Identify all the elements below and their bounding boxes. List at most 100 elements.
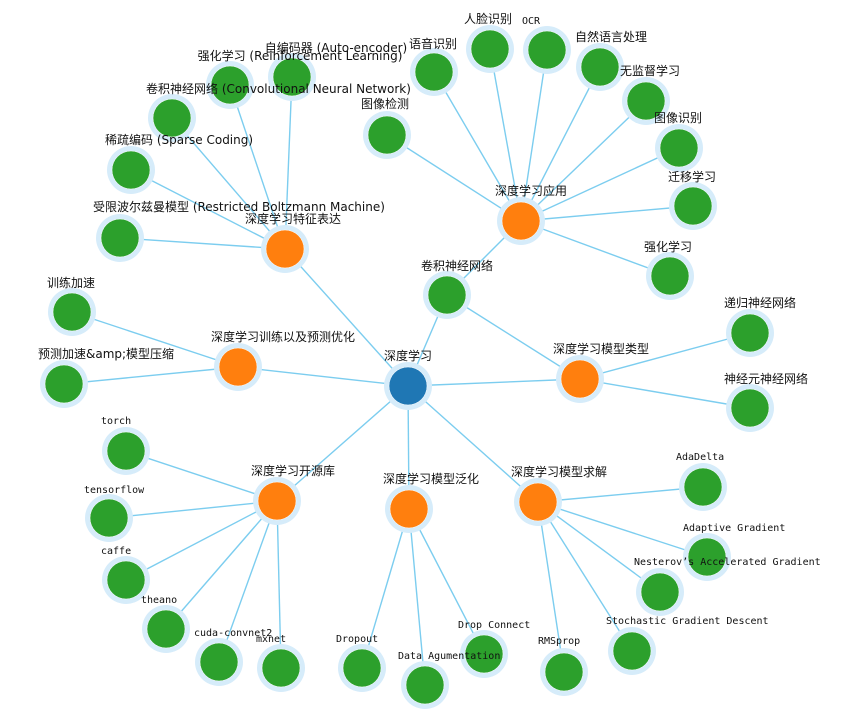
- leaf-node-circle[interactable]: [100, 218, 140, 258]
- leaf-node-circle[interactable]: [106, 431, 146, 471]
- edge-root-solvers: [407, 385, 539, 503]
- edge-features-f_ae: [284, 76, 293, 250]
- category-node-circle[interactable]: [389, 489, 429, 529]
- node-fw_torch[interactable]: [102, 427, 150, 475]
- leaf-node-circle[interactable]: [650, 256, 690, 296]
- node-label: mxnet: [256, 634, 286, 645]
- leaf-node-circle[interactable]: [687, 537, 727, 577]
- node-s_sgd[interactable]: [608, 627, 656, 675]
- node-t_cnn[interactable]: [423, 271, 471, 319]
- leaf-node-circle[interactable]: [367, 115, 407, 155]
- category-node-circle[interactable]: [501, 201, 541, 241]
- edge-apps-a_det: [386, 134, 522, 222]
- leaf-node-circle[interactable]: [52, 292, 92, 332]
- node-f_rl[interactable]: [206, 61, 254, 109]
- node-features[interactable]: [261, 225, 309, 273]
- category-node-circle[interactable]: [218, 347, 258, 387]
- node-a_imgrec[interactable]: [655, 124, 703, 172]
- edge-frameworks-fw_tf: [108, 500, 278, 519]
- node-label: Stochastic Gradient Descent: [606, 616, 769, 627]
- leaf-node-circle[interactable]: [659, 128, 699, 168]
- leaf-node-circle[interactable]: [683, 467, 723, 507]
- node-training[interactable]: [214, 343, 262, 391]
- leaf-node-circle[interactable]: [730, 388, 770, 428]
- leaf-node-circle[interactable]: [199, 642, 239, 682]
- leaf-node-circle[interactable]: [470, 29, 510, 69]
- leaf-node-circle[interactable]: [673, 186, 713, 226]
- node-f_sc[interactable]: [107, 146, 155, 194]
- leaf-node-circle[interactable]: [261, 648, 301, 688]
- node-frameworks[interactable]: [253, 477, 301, 525]
- node-f_ae[interactable]: [268, 53, 316, 101]
- node-solvers[interactable]: [514, 478, 562, 526]
- node-f_rbm[interactable]: [96, 214, 144, 262]
- node-f_cnn[interactable]: [148, 94, 196, 142]
- leaf-node-circle[interactable]: [427, 275, 467, 315]
- node-label: cuda-convnet2: [194, 628, 272, 639]
- node-a_face[interactable]: [466, 25, 514, 73]
- leaf-node-circle[interactable]: [464, 634, 504, 674]
- node-t_nn[interactable]: [726, 384, 774, 432]
- node-label: OCR: [522, 16, 541, 27]
- node-label: 语音识别: [409, 36, 457, 51]
- leaf-node-circle[interactable]: [730, 313, 770, 353]
- node-o_compress[interactable]: [40, 360, 88, 408]
- category-node-circle[interactable]: [257, 481, 297, 521]
- leaf-node-circle[interactable]: [111, 150, 151, 190]
- node-s_rmsprop[interactable]: [540, 648, 588, 696]
- node-apps[interactable]: [497, 197, 545, 245]
- node-fw_mxnet[interactable]: [257, 644, 305, 692]
- category-node-circle[interactable]: [560, 359, 600, 399]
- leaf-node-circle[interactable]: [405, 665, 445, 705]
- leaf-node-circle[interactable]: [580, 47, 620, 87]
- leaf-node-circle[interactable]: [210, 65, 250, 105]
- node-types[interactable]: [556, 355, 604, 403]
- node-s_adagrad[interactable]: [683, 533, 731, 581]
- leaf-node-circle[interactable]: [640, 572, 680, 612]
- node-g_aug[interactable]: [401, 661, 449, 709]
- node-label: 深度学习模型求解: [511, 464, 607, 479]
- leaf-node-circle[interactable]: [626, 81, 666, 121]
- edge-frameworks-fw_torch: [125, 450, 278, 502]
- node-s_nesterov[interactable]: [636, 568, 684, 616]
- node-generalization[interactable]: [385, 485, 433, 533]
- category-node-circle[interactable]: [265, 229, 305, 269]
- root-node-circle[interactable]: [388, 366, 428, 406]
- leaf-node-circle[interactable]: [527, 30, 567, 70]
- leaf-node-circle[interactable]: [272, 57, 312, 97]
- node-fw_caffe[interactable]: [102, 556, 150, 604]
- leaf-node-circle[interactable]: [544, 652, 584, 692]
- node-g_dropconnect[interactable]: [460, 630, 508, 678]
- node-o_speed[interactable]: [48, 288, 96, 336]
- leaf-node-circle[interactable]: [146, 609, 186, 649]
- node-label: AdaDelta: [676, 452, 724, 463]
- node-a_det[interactable]: [363, 111, 411, 159]
- edge-apps-a_rl: [520, 220, 671, 277]
- node-s_adadelta[interactable]: [679, 463, 727, 511]
- node-label: 神经元神经网络: [724, 371, 808, 386]
- leaf-node-circle[interactable]: [106, 560, 146, 600]
- node-a_nlp[interactable]: [576, 43, 624, 91]
- leaf-node-circle[interactable]: [414, 52, 454, 92]
- leaf-node-circle[interactable]: [342, 648, 382, 688]
- node-a_rl[interactable]: [646, 252, 694, 300]
- leaf-node-circle[interactable]: [152, 98, 192, 138]
- edge-training-o_speed: [71, 311, 239, 368]
- edge-types-t_nn: [579, 378, 751, 409]
- node-fw_tf[interactable]: [85, 494, 133, 542]
- leaf-node-circle[interactable]: [44, 364, 84, 404]
- node-a_ocr[interactable]: [523, 26, 571, 74]
- leaf-node-circle[interactable]: [612, 631, 652, 671]
- category-node-circle[interactable]: [518, 482, 558, 522]
- edge-solvers-s_adagrad: [537, 501, 708, 558]
- node-a_transfer[interactable]: [669, 182, 717, 230]
- node-root[interactable]: [384, 362, 432, 410]
- leaf-node-circle[interactable]: [89, 498, 129, 538]
- node-a_unsup[interactable]: [622, 77, 670, 125]
- node-g_dropout[interactable]: [338, 644, 386, 692]
- node-a_speech[interactable]: [410, 48, 458, 96]
- node-t_rnn[interactable]: [726, 309, 774, 357]
- node-fw_theano[interactable]: [142, 605, 190, 653]
- node-fw_cuda[interactable]: [195, 638, 243, 686]
